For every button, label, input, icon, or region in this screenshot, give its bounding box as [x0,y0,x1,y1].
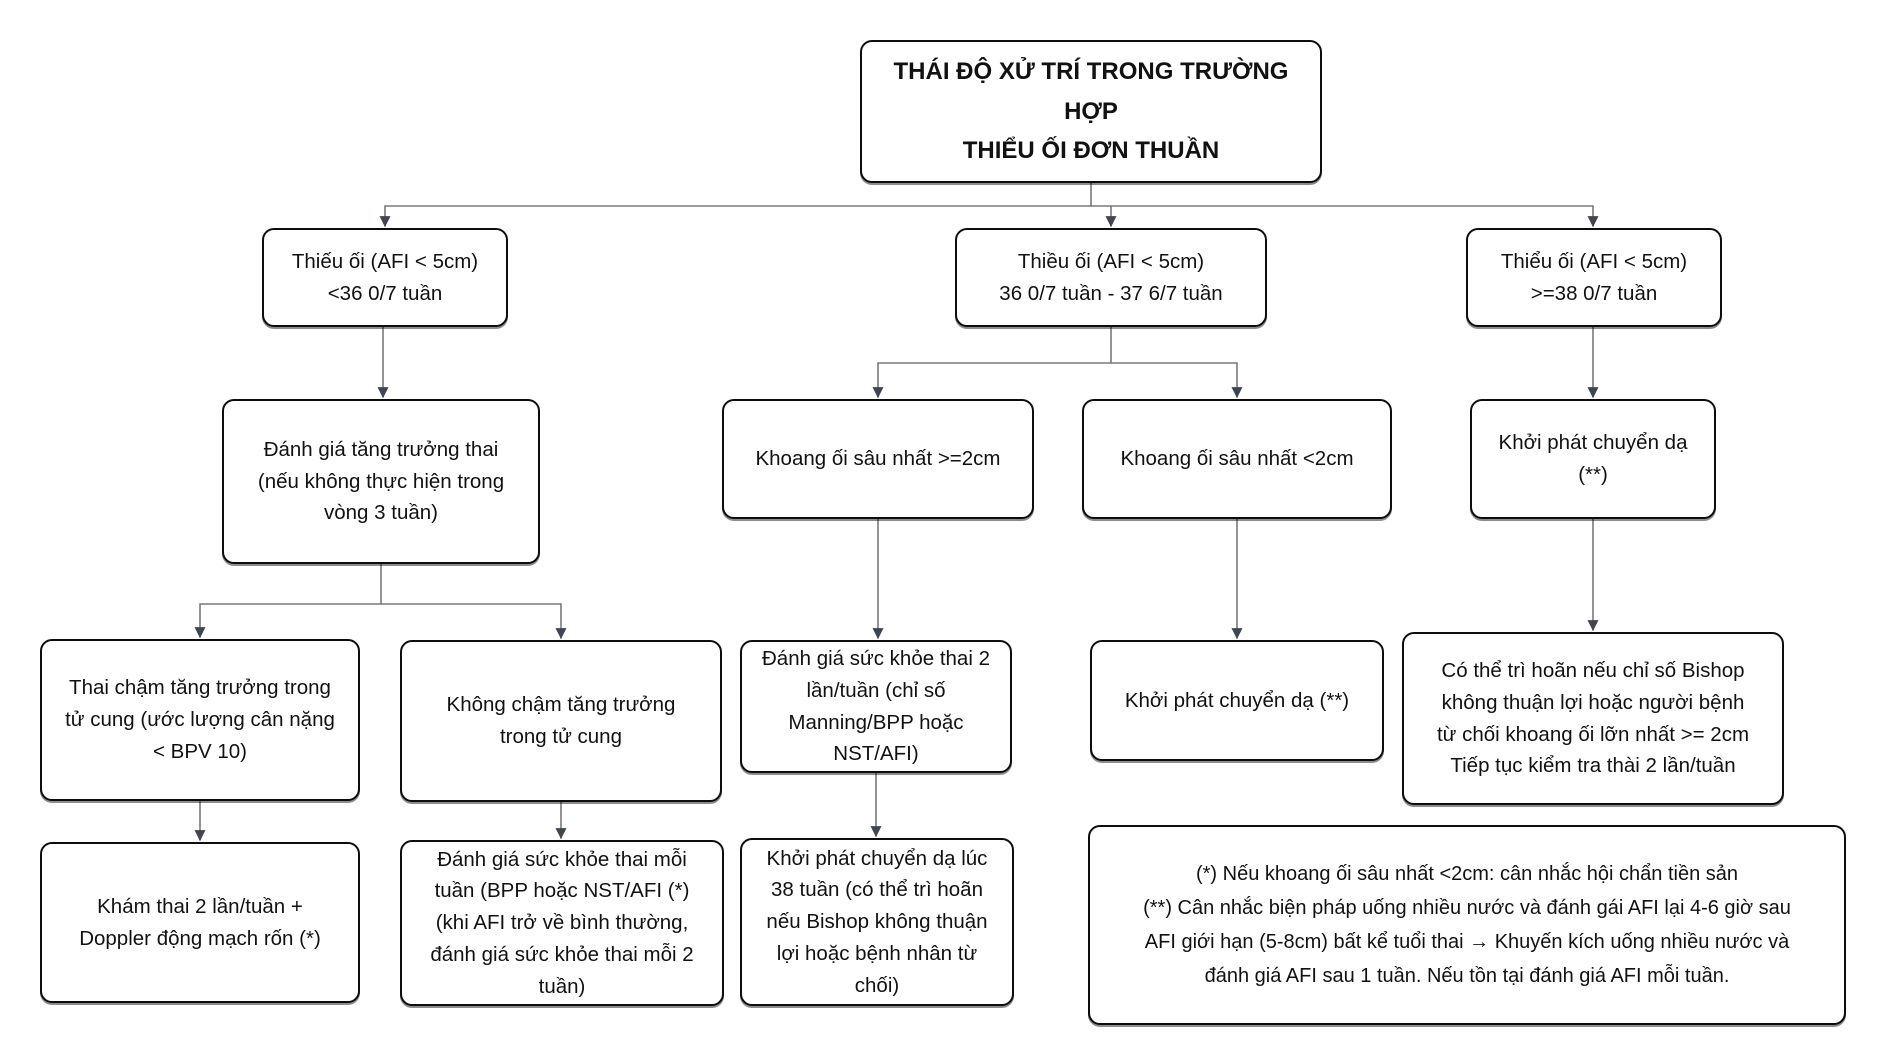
node-induction-38-weeks: Khởi phát chuyển dạ lúc 38 tuần (có thể … [740,838,1014,1006]
node-pocket-ge2cm: Khoang ối sâu nhất >=2cm [722,399,1034,519]
node-afi-ge38: Thiểu ối (AFI < 5cm) >=38 0/7 tuần [1466,228,1722,327]
footnote-box: (*) Nếu khoang ối sâu nhất <2cm: cân nhắ… [1088,825,1846,1025]
node-afi-lt36: Thiếu ối (AFI < 5cm) <36 0/7 tuần [262,228,508,327]
node-title: THÁI ĐỘ XỬ TRÍ TRONG TRƯỜNG HỢP THIỂU ỐI… [860,40,1322,183]
node-induction-ge38: Khởi phát chuyển dạ (**) [1470,399,1716,519]
node-iugr: Thai chậm tăng trưởng trong tử cung (ước… [40,639,360,801]
node-growth-assessment: Đánh giá tăng trưởng thai (nếu không thự… [222,399,540,564]
node-pocket-lt2cm: Khoang ối sâu nhất <2cm [1082,399,1392,519]
node-induction-lt2cm: Khởi phát chuyển dạ (**) [1090,640,1384,761]
node-fetal-health-2x-week: Đánh giá sức khỏe thai 2 lần/tuần (chỉ s… [740,640,1012,773]
node-exam-doppler: Khám thai 2 lần/tuần + Doppler động mạch… [40,842,360,1003]
node-fetal-health-weekly: Đánh giá sức khỏe thai mỗi tuần (BPP hoặ… [400,840,724,1006]
node-afi-36-37: Thiều ối (AFI < 5cm) 36 0/7 tuần - 37 6/… [955,228,1267,327]
node-no-iugr: Không chậm tăng trưởng trong tử cung [400,640,722,802]
node-bishop-delay: Có thể trì hoãn nếu chỉ số Bishop không … [1402,632,1784,805]
